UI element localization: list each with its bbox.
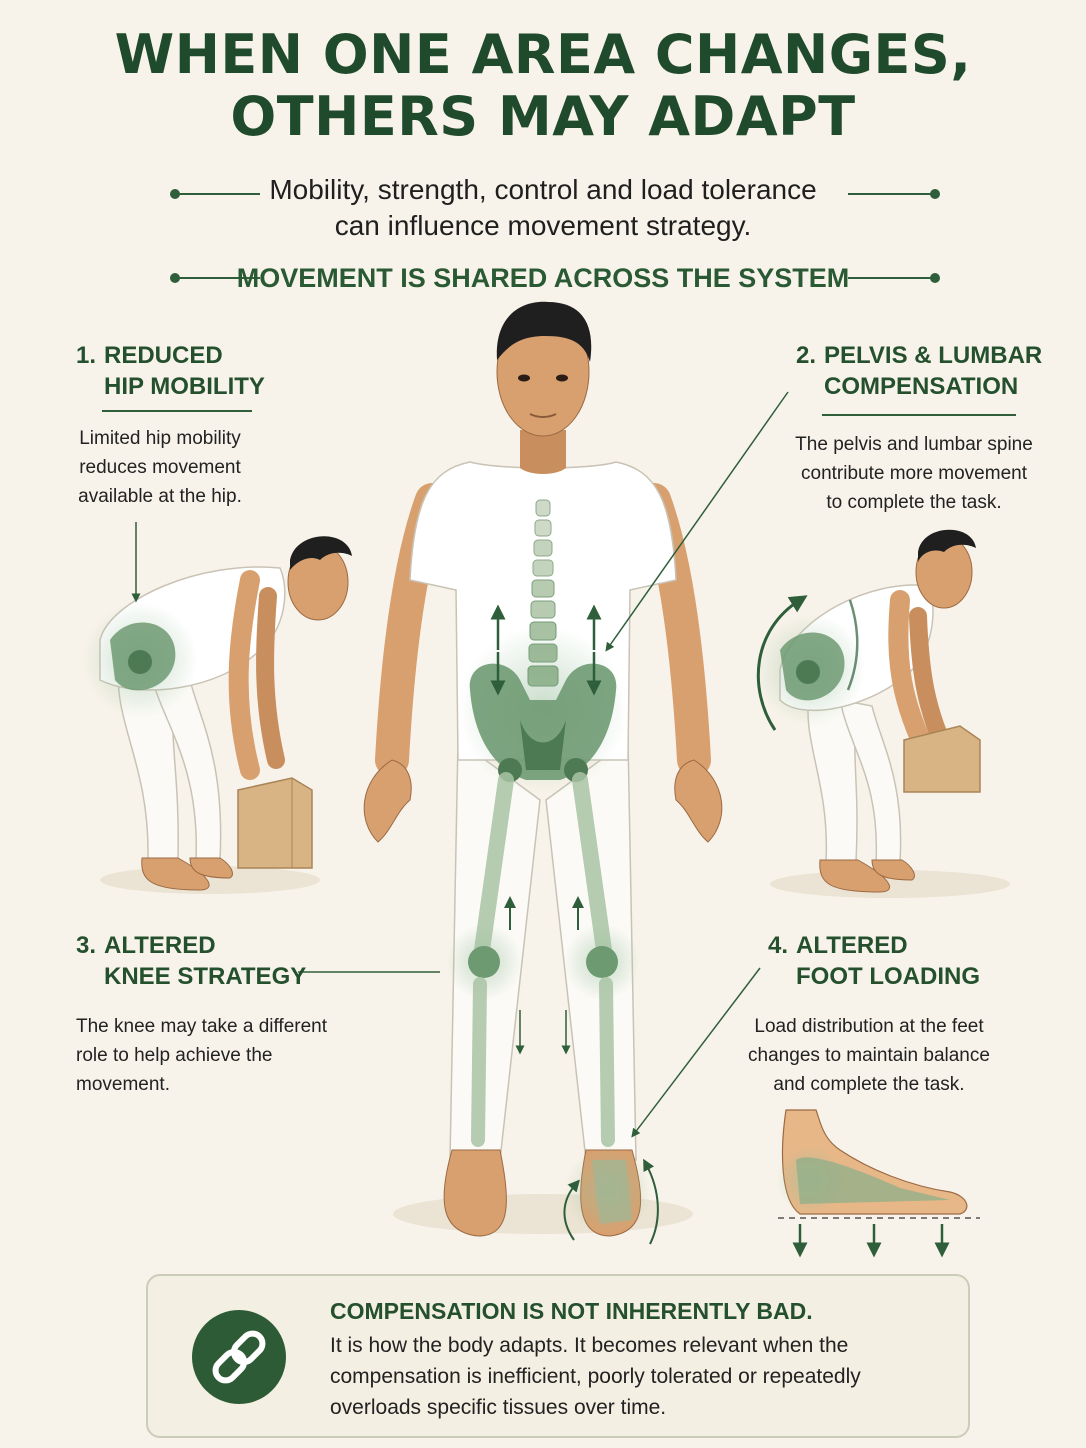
section-4-body-line: Load distribution at the feet	[754, 1016, 984, 1037]
title-line-1: WHEN ONE AREA CHANGES,	[114, 23, 972, 86]
callout-body-line: compensation is inefficient, poorly tole…	[330, 1365, 861, 1388]
standing-figure-center	[363, 301, 723, 1245]
section-2-number: 2.	[796, 342, 817, 369]
callout-title: COMPENSATION IS NOT INHERENTLY BAD.	[330, 1298, 813, 1324]
subtitle-block: Mobility, strength, control and load tol…	[0, 172, 1086, 244]
section-4-title-line-1: ALTERED	[796, 932, 908, 959]
section-2-title-line-2: COMPENSATION	[824, 373, 1019, 400]
subtitle-right-rule	[848, 193, 932, 195]
tagline: MOVEMENT IS SHARED ACROSS THE SYSTEM	[236, 263, 850, 293]
section-2-body-line: contribute more movement	[801, 463, 1027, 484]
title-line-2: OTHERS MAY ADAPT	[230, 85, 856, 148]
subtitle-right-dot	[930, 189, 940, 199]
section-1-body-line: available at the hip.	[78, 486, 242, 507]
section-3-title: 3. ALTERED KNEE STRATEGY	[76, 930, 306, 992]
section-1-title-line-2: HIP MOBILITY	[104, 373, 265, 400]
section-2-title: 2. PELVIS & LUMBAR COMPENSATION	[796, 340, 1042, 402]
section-2-body: The pelvis and lumbar spine contribute m…	[784, 430, 1044, 517]
section-2-body-line: to complete the task.	[826, 492, 1002, 513]
section-1-title-line-1: REDUCED	[104, 342, 223, 369]
section-1-body: Limited hip mobility reduces movement av…	[60, 424, 260, 511]
section-3-body-line: role to help achieve the	[76, 1045, 273, 1066]
section-3-number: 3.	[76, 932, 97, 959]
section-4-body-line: and complete the task.	[773, 1074, 965, 1095]
section-3-title-line-1: ALTERED	[104, 932, 216, 959]
callout-body: It is how the body adapts. It becomes re…	[330, 1330, 861, 1423]
section-1-rule	[102, 410, 252, 412]
section-4-title: 4. ALTERED FOOT LOADING	[768, 930, 980, 992]
subtitle-left-dot	[170, 189, 180, 199]
section-4-title-line-2: FOOT LOADING	[796, 963, 980, 990]
section-2-body-line: The pelvis and lumbar spine	[795, 434, 1033, 455]
section-2-rule	[822, 414, 1016, 416]
chain-link-icon	[192, 1310, 286, 1404]
subtitle-line-2: can influence movement strategy.	[334, 210, 752, 241]
section-3-body: The knee may take a different role to he…	[76, 1012, 356, 1099]
section-3-body-line: movement.	[76, 1074, 170, 1095]
subtitle-left-rule	[178, 193, 260, 195]
section-4-number: 4.	[768, 932, 789, 959]
subtitle-line-1: Mobility, strength, control and load tol…	[269, 174, 817, 205]
tagline-left-dot	[170, 273, 180, 283]
section-3-body-line: The knee may take a different	[76, 1016, 328, 1037]
section-1-body-line: Limited hip mobility	[79, 428, 241, 449]
subtitle: Mobility, strength, control and load tol…	[0, 172, 1086, 244]
section-3-title-line-2: KNEE STRATEGY	[104, 963, 307, 990]
leader-pelvis	[605, 391, 789, 652]
foot-illustration	[776, 1109, 980, 1258]
tagline-right-rule	[848, 277, 932, 279]
callout-box: COMPENSATION IS NOT INHERENTLY BAD. It i…	[146, 1274, 970, 1438]
section-4-body-line: changes to maintain balance	[748, 1045, 990, 1066]
section-1-body-line: reduces movement	[79, 457, 241, 478]
callout-body-line: It is how the body adapts. It becomes re…	[330, 1334, 849, 1357]
section-1-title: 1. REDUCED HIP MOBILITY	[76, 340, 265, 402]
section-2-title-line-1: PELVIS & LUMBAR	[824, 342, 1043, 369]
bending-figure-left	[82, 536, 352, 894]
section-4-body: Load distribution at the feet changes to…	[744, 1012, 994, 1099]
section-1-number: 1.	[76, 342, 97, 369]
leader-foot	[631, 967, 761, 1138]
page-title: WHEN ONE AREA CHANGES, OTHERS MAY ADAPT	[0, 24, 1086, 148]
bending-figure-right	[754, 529, 1010, 898]
callout-body-line: overloads specific tissues over time.	[330, 1396, 667, 1419]
tagline-right-dot	[930, 273, 940, 283]
tagline-left-rule	[178, 277, 260, 279]
